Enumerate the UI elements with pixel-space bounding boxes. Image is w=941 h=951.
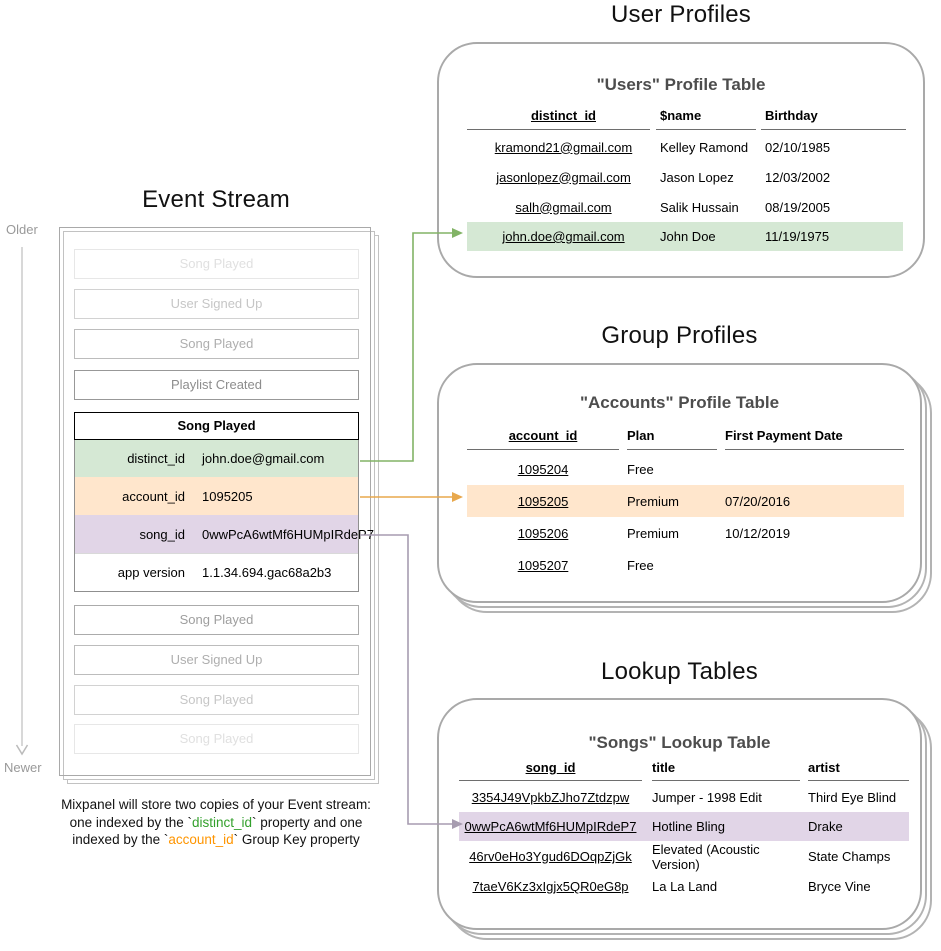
users-profile-card: "Users" Profile Table distinct_id $name … bbox=[437, 42, 925, 278]
timeline-newer-label: Newer bbox=[4, 760, 42, 775]
property-key: song_id bbox=[139, 526, 185, 542]
table-row: jasonlopez@gmail.com Jason Lopez 12/03/2… bbox=[496, 169, 831, 185]
songs-table-title: "Songs" Lookup Table bbox=[588, 733, 771, 752]
property-row-app-version: app version 1.1.34.694.gac68a2b3 bbox=[75, 553, 358, 591]
header-rule bbox=[725, 449, 904, 450]
event-box-song-played: Song Played bbox=[74, 329, 359, 359]
lookup-tables-title: Lookup Tables bbox=[601, 658, 758, 685]
table-row: 1095207 Free bbox=[517, 557, 654, 573]
event-box-song-played: Song Played bbox=[74, 724, 359, 754]
property-value: 1095205 bbox=[202, 488, 253, 504]
header-rule bbox=[627, 449, 717, 450]
timeline-arrow bbox=[15, 247, 29, 756]
event-box-playlist-created: Playlist Created bbox=[74, 370, 359, 400]
property-row-song-id: song_id 0wwPcA6wtMf6HUMpIRdeP7 bbox=[75, 515, 374, 553]
property-row-account-id: account_id 1095205 bbox=[75, 477, 358, 515]
event-box-song-played: Song Played bbox=[74, 685, 359, 715]
header-rule bbox=[761, 129, 906, 130]
property-value: john.doe@gmail.com bbox=[202, 450, 325, 466]
songs-lookup-card: "Songs" Lookup Table song_id title artis… bbox=[437, 698, 922, 930]
caption-distinct-id: distinct_id bbox=[191, 814, 253, 830]
group-profiles-title: Group Profiles bbox=[601, 322, 758, 349]
table-row: kramond21@gmail.com Kelley Ramond 02/10/… bbox=[494, 139, 831, 155]
event-stream-container: Song Played User Signed Up Song Played P… bbox=[59, 227, 374, 776]
header-rule bbox=[808, 780, 909, 781]
table-row-highlighted-purple: 0wwPcA6wtMf6HUMpIRdeP7 Hotline Bling Dra… bbox=[459, 812, 909, 841]
caption-account-id: account_id bbox=[168, 832, 234, 847]
songs-table-header: song_id title artist bbox=[525, 759, 840, 775]
table-row: 1095204 Free bbox=[517, 461, 654, 477]
user-profiles-title: User Profiles bbox=[611, 1, 751, 28]
table-row: 1095206 Premium 10/12/2019 bbox=[517, 525, 791, 541]
accounts-table-header: account_id Plan First Payment Date bbox=[508, 427, 843, 443]
event-box-user-signed-up: User Signed Up bbox=[74, 289, 359, 319]
table-row: salh@gmail.com Salik Hussain 08/19/2005 bbox=[515, 199, 831, 215]
property-key: app version bbox=[117, 565, 185, 580]
event-box-song-played: Song Played bbox=[74, 605, 359, 635]
mixpanel-caption: Mixpanel will store two copies of your E… bbox=[16, 796, 416, 849]
table-row-highlighted-green: john.doe@gmail.com John Doe 11/19/1975 bbox=[467, 222, 903, 251]
header-rule bbox=[656, 129, 756, 130]
caption-line-1: Mixpanel will store two copies of your E… bbox=[61, 797, 371, 812]
header-rule bbox=[459, 780, 642, 781]
caption-line-2: one indexed by the `distinct_id` propert… bbox=[69, 814, 363, 830]
table-row: 3354J49VpkbZJho7Ztdzpw Jumper - 1998 Edi… bbox=[471, 790, 897, 805]
header-rule bbox=[467, 129, 650, 130]
header-rule bbox=[652, 780, 800, 781]
caption-line-3: indexed by the `account_id` Group Key pr… bbox=[72, 832, 360, 847]
table-row: 7taeV6Kz3xIgjx5QR0eG8p La La Land Bryce … bbox=[472, 879, 871, 894]
users-table-title: "Users" Profile Table bbox=[596, 75, 766, 94]
users-table-header: distinct_id $name Birthday bbox=[530, 107, 818, 123]
accounts-profile-card: "Accounts" Profile Table account_id Plan… bbox=[437, 363, 922, 603]
event-stream-title: Event Stream bbox=[142, 186, 290, 213]
table-row-highlighted-orange: 1095205 Premium 07/20/2016 bbox=[467, 485, 904, 517]
event-box-song-played: Song Played bbox=[74, 249, 359, 279]
property-key: distinct_id bbox=[127, 450, 185, 466]
expanded-event-title: Song Played bbox=[74, 412, 359, 440]
property-key: account_id bbox=[122, 488, 185, 504]
timeline-older-label: Older bbox=[6, 222, 38, 237]
property-value: 1.1.34.694.gac68a2b3 bbox=[202, 565, 332, 580]
accounts-table-title: "Accounts" Profile Table bbox=[579, 393, 780, 412]
event-box-user-signed-up: User Signed Up bbox=[74, 645, 359, 675]
table-row: 46rv0eHo3Ygud6DOqpZjGk Elevated (Acousti… bbox=[469, 841, 891, 872]
expanded-event-card: Song Played distinct_id john.doe@gmail.c… bbox=[74, 412, 374, 592]
property-value: 0wwPcA6wtMf6HUMpIRdeP7 bbox=[202, 526, 374, 542]
header-rule bbox=[467, 449, 619, 450]
property-row-distinct-id: distinct_id john.doe@gmail.com bbox=[75, 439, 358, 477]
